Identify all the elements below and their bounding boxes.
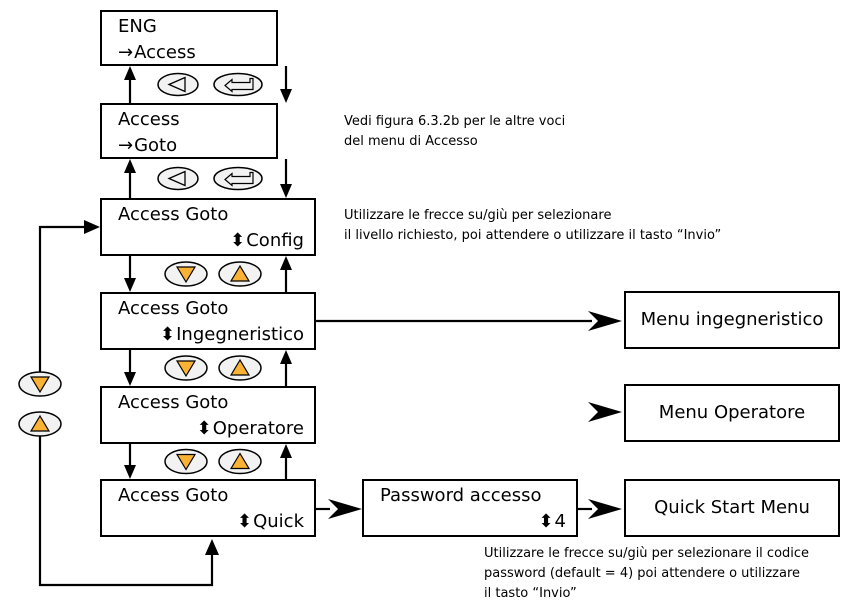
note-line: il tasto “Invio” [484, 586, 577, 601]
arrowhead [328, 499, 362, 519]
up-down-icon: ⬍ [538, 511, 554, 532]
box-line2-text: Operatore [212, 418, 304, 439]
box-line1: ENG [118, 16, 157, 37]
quick-start-menu-box: Quick Start Menu [624, 479, 840, 537]
up-triangle-key-icon [218, 448, 262, 475]
down-triangle-key-icon [164, 355, 208, 381]
up-triangle-key-icon [218, 261, 262, 287]
box-line2-text: Config [246, 230, 304, 251]
access-goto-ingegneristico-box: Access Goto ⬍Ingegneristico [100, 292, 316, 350]
up-triangle-key-icon [18, 411, 62, 437]
up-down-icon: ⬍ [160, 324, 176, 345]
up-down-icon: ⬍ [230, 230, 246, 251]
note-line: il livello richiesto, poi attendere o ut… [344, 228, 722, 243]
arrowhead [280, 444, 292, 458]
arrowhead [280, 89, 292, 103]
box-line2: ⬍4 [538, 511, 566, 533]
arrowhead [280, 256, 292, 270]
box-line2-text: Ingegneristico [176, 324, 304, 345]
note-line: Utilizzare le frecce su/giù per selezion… [484, 546, 810, 561]
arrowhead [588, 402, 622, 422]
menu-ingegneristico-box: Menu ingegneristico [624, 291, 840, 349]
box-line1: Access [118, 109, 180, 130]
box-label: Menu ingegneristico [640, 309, 824, 330]
box-line2-text: Quick [253, 511, 304, 532]
access-note: Vedi figura 6.3.2b per le altre voci del… [344, 112, 565, 152]
up-down-icon: ⬍ [196, 418, 212, 439]
up-triangle-key-icon [218, 355, 262, 381]
connector-line [38, 225, 86, 372]
config-note: Utilizzare le frecce su/giù per selezion… [344, 206, 721, 246]
menu-operatore-box: Menu Operatore [624, 384, 840, 442]
box-line2: →Access [118, 42, 196, 64]
box-line1: Access Goto [118, 392, 229, 413]
arrowhead [84, 220, 100, 234]
right-arrow-icon: → [118, 42, 134, 63]
right-arrow-icon: → [118, 135, 134, 156]
box-line2: →Goto [118, 135, 177, 157]
box-line2-text: Access [134, 42, 196, 63]
access-goto-quick-box: Access Goto ⬍Quick [100, 479, 316, 537]
box-line2: ⬍Quick [237, 511, 304, 533]
arrowhead [124, 278, 136, 292]
left-triangle-key-icon [157, 72, 199, 97]
box-line1: Access Goto [118, 298, 229, 319]
box-line2: ⬍Config [230, 230, 304, 252]
note-line: del menu di Accesso [344, 134, 478, 149]
left-triangle-key-icon [157, 166, 199, 191]
box-line1: Access Goto [118, 485, 229, 506]
down-triangle-key-icon [18, 371, 62, 397]
box-line2-text: 4 [554, 511, 566, 532]
box-line2-text: Goto [134, 135, 178, 156]
down-triangle-key-icon [164, 448, 208, 475]
connector-line [38, 432, 214, 587]
password-box: Password accesso ⬍4 [362, 479, 578, 537]
arrowhead [205, 539, 219, 555]
arrowhead [124, 66, 136, 80]
arrowhead [124, 372, 136, 386]
note-line: Vedi figura 6.3.2b per le altre voci [344, 114, 566, 129]
box-line1: Access Goto [118, 204, 229, 225]
access-goto-operatore-box: Access Goto ⬍Operatore [100, 386, 316, 444]
arrowhead [124, 465, 136, 479]
down-triangle-key-icon [164, 261, 208, 287]
arrowhead [280, 350, 292, 364]
note-line: password (default = 4) poi attendere o u… [484, 566, 801, 581]
password-note: Utilizzare le frecce su/giù per selezion… [484, 544, 809, 604]
arrowhead [280, 184, 292, 198]
arrowhead [124, 159, 136, 173]
enter-key-icon [213, 166, 263, 191]
access-goto-box: Access →Goto [100, 103, 278, 159]
enter-key-icon [213, 72, 263, 97]
note-line: Utilizzare le frecce su/giù per selezion… [344, 208, 612, 223]
box-label: Quick Start Menu [654, 497, 810, 518]
box-label: Menu Operatore [658, 402, 806, 423]
box-line2: ⬍Ingegneristico [160, 324, 304, 346]
arrowhead [588, 499, 622, 519]
eng-access-box: ENG →Access [100, 10, 278, 66]
access-goto-config-box: Access Goto ⬍Config [100, 198, 316, 256]
up-down-icon: ⬍ [237, 511, 253, 532]
box-line2: ⬍Operatore [197, 418, 304, 440]
arrowhead [588, 311, 622, 331]
box-line1: Password accesso [380, 485, 542, 506]
